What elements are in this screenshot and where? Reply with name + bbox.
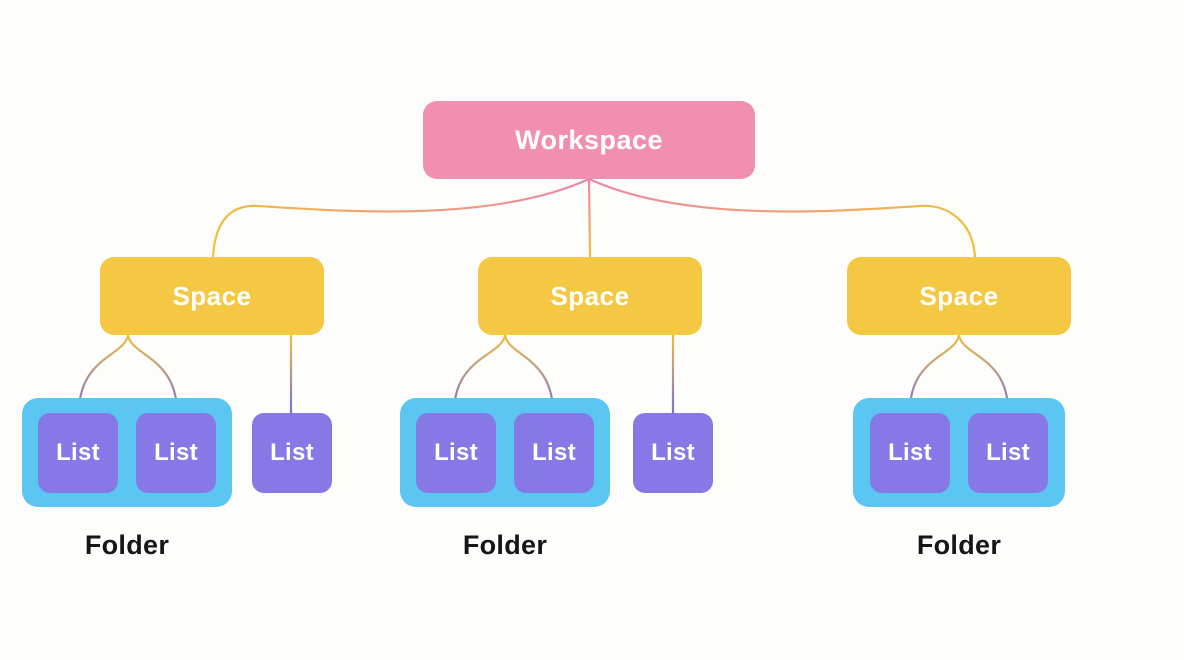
list-label: List (532, 438, 576, 466)
connector-workspace-to-space-left (211, 177, 591, 259)
list-node: List (870, 412, 950, 493)
list-label: List (434, 438, 478, 466)
list-node: List (514, 412, 594, 493)
space-label: Space (919, 280, 999, 311)
list-node-standalone-2: List (633, 413, 713, 493)
folder-container-1: List List (22, 398, 232, 507)
folder-label-3: Folder (916, 529, 1002, 560)
workspace-label: Workspace (514, 124, 664, 155)
connector-workspace-to-space-middle (587, 177, 592, 259)
folder-label-1: Folder (84, 529, 170, 560)
list-node: List (38, 412, 118, 493)
list-label: List (270, 439, 314, 466)
list-label: List (651, 439, 695, 466)
list-node: List (136, 412, 216, 493)
space-label: Space (172, 280, 252, 311)
workspace-node: Workspace (423, 101, 755, 179)
space-node-3: Space (847, 257, 1071, 335)
list-node: List (416, 412, 496, 493)
list-label: List (888, 438, 932, 466)
list-node: List (968, 412, 1048, 493)
space-node-2: Space (478, 257, 702, 335)
folder-container-3: List List (853, 398, 1065, 507)
space-label: Space (550, 280, 630, 311)
list-label: List (56, 438, 100, 466)
folder-container-2: List List (400, 398, 610, 507)
list-label: List (986, 438, 1030, 466)
space-node-1: Space (100, 257, 324, 335)
folder-label-2: Folder (462, 529, 548, 560)
connector-workspace-to-space-right (587, 177, 977, 259)
list-node-standalone-1: List (252, 413, 332, 493)
list-label: List (154, 438, 198, 466)
